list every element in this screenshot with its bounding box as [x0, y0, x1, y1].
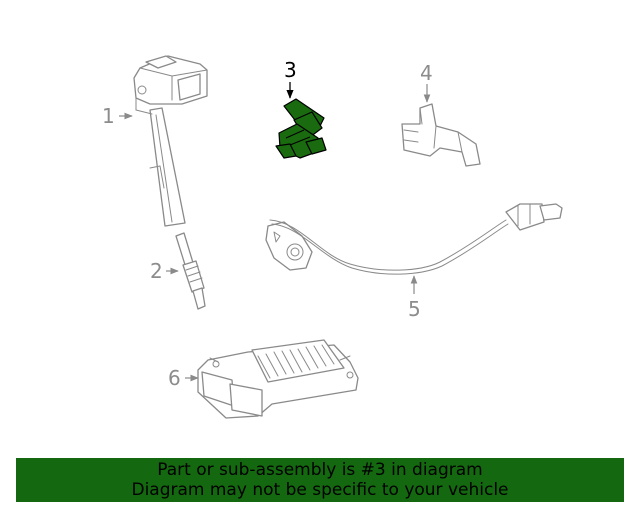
callout-6: 6: [168, 366, 181, 390]
banner-line-1: Part or sub-assembly is #3 in diagram: [157, 460, 483, 480]
banner-line-2: Diagram may not be specific to your vehi…: [131, 480, 509, 500]
bracket-sensor-part[interactable]: [401, 103, 481, 167]
engine-control-module-part[interactable]: [197, 339, 359, 419]
ignition-coil-part[interactable]: [133, 55, 208, 227]
callout-4: 4: [420, 61, 433, 85]
callout-3: 3: [284, 58, 297, 82]
spark-plug-part[interactable]: [175, 232, 206, 310]
part-notice-banner: Part or sub-assembly is #3 in diagram Di…: [16, 458, 624, 502]
callout-2: 2: [150, 259, 163, 283]
callout-5: 5: [408, 297, 421, 321]
camshaft-sensor-part[interactable]: [275, 98, 327, 159]
knock-sensor-part[interactable]: [265, 203, 563, 275]
callout-1: 1: [102, 104, 115, 128]
